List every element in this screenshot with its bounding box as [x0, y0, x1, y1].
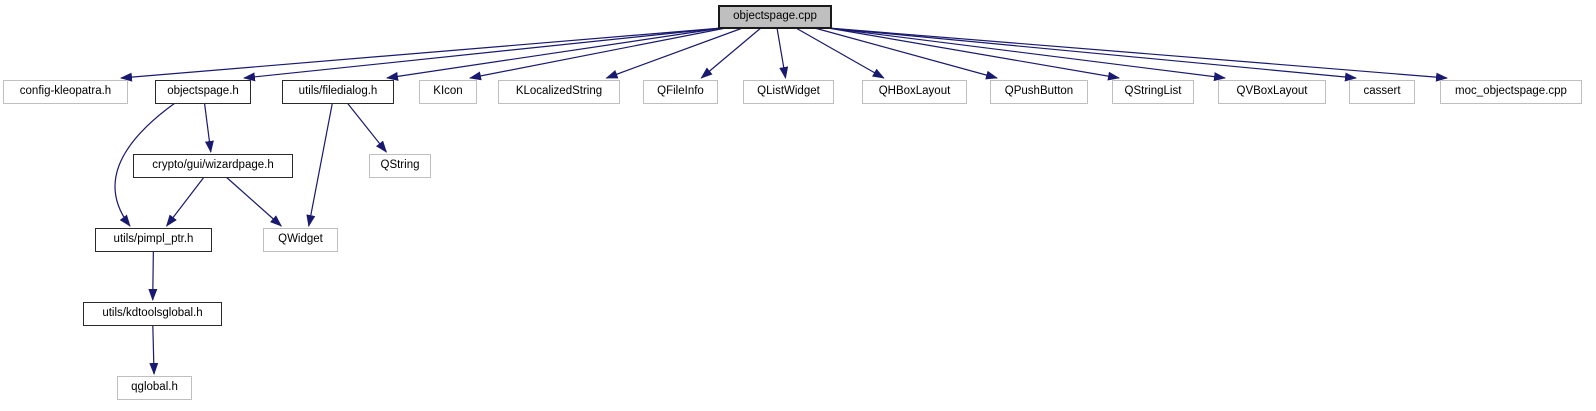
- edge-pimpl_ptr_h-to-kdtoolsglobal_h: [148, 250, 158, 301]
- edge-objectspage_cpp-to-qlistwidget: [776, 27, 789, 79]
- graph-node-moc_objectspage_cpp: moc_objectspage.cpp: [1440, 80, 1582, 104]
- edge-objectspage_cpp-to-utils_filedialog_h: [386, 27, 723, 81]
- edge-utils_filedialog_h-to-qstring: [346, 102, 387, 153]
- edge-objectspage_cpp-to-qpushbutton: [814, 27, 998, 80]
- edge-utils_filedialog_h-to-qwidget: [306, 102, 333, 227]
- graph-node-qfileinfo: QFileInfo: [643, 80, 718, 104]
- graph-node-kdtoolsglobal_h[interactable]: utils/kdtoolsglobal.h: [83, 302, 222, 326]
- edge-group: [114, 27, 1448, 375]
- graph-node-qpushbutton: QPushButton: [990, 80, 1088, 104]
- graph-node-qwidget: QWidget: [263, 228, 338, 252]
- edge-objectspage_cpp-to-moc_objectspage_cpp: [827, 27, 1448, 82]
- edge-objectspage_cpp-to-cassert: [827, 27, 1357, 82]
- graph-node-objectspage_cpp: objectspage.cpp: [718, 5, 832, 29]
- edge-wizardpage_h-to-qwidget: [225, 176, 282, 227]
- edge-objectspage_cpp-to-qfileinfo: [700, 27, 762, 79]
- edge-objectspage_cpp-to-config_kleopatra_h: [120, 27, 723, 82]
- graph-node-qlistwidget: QListWidget: [743, 80, 834, 104]
- graph-node-kicon: KIcon: [419, 80, 477, 104]
- edge-objectspage_cpp-to-kicon: [469, 27, 727, 81]
- graph-node-qglobal_h: qglobal.h: [117, 376, 192, 400]
- edge-objectspage_cpp-to-klocalizedstring: [605, 27, 743, 79]
- edge-kdtoolsglobal_h-to-qglobal_h: [149, 324, 159, 375]
- edge-objectspage_cpp-to-qhboxlayout: [795, 27, 885, 79]
- edge-objectspage_cpp-to-qstringlist: [827, 27, 1120, 81]
- graph-node-pimpl_ptr_h[interactable]: utils/pimpl_ptr.h: [95, 228, 212, 252]
- edge-objectspage_h-to-wizardpage_h: [203, 102, 214, 153]
- graph-node-qstring: QString: [369, 154, 431, 178]
- graph-node-klocalizedstring: KLocalizedString: [498, 80, 620, 104]
- edge-objectspage_cpp-to-qvboxlayout: [827, 27, 1226, 82]
- graph-node-qvboxlayout: QVBoxLayout: [1218, 80, 1326, 104]
- graph-node-qhboxlayout: QHBoxLayout: [862, 80, 967, 104]
- edge-wizardpage_h-to-pimpl_ptr_h: [165, 176, 205, 227]
- edge-objectspage_h-to-pimpl_ptr_h: [114, 102, 176, 227]
- graph-node-utils_filedialog_h[interactable]: utils/filedialog.h: [282, 80, 394, 104]
- graph-node-cassert: cassert: [1349, 80, 1415, 104]
- graph-node-config_kleopatra_h: config-kleopatra.h: [3, 80, 128, 104]
- graph-node-wizardpage_h[interactable]: crypto/gui/wizardpage.h: [133, 154, 293, 178]
- edge-objectspage_cpp-to-objectspage_h: [243, 27, 723, 82]
- graph-node-objectspage_h[interactable]: objectspage.h: [155, 80, 251, 104]
- graph-node-qstringlist: QStringList: [1112, 80, 1194, 104]
